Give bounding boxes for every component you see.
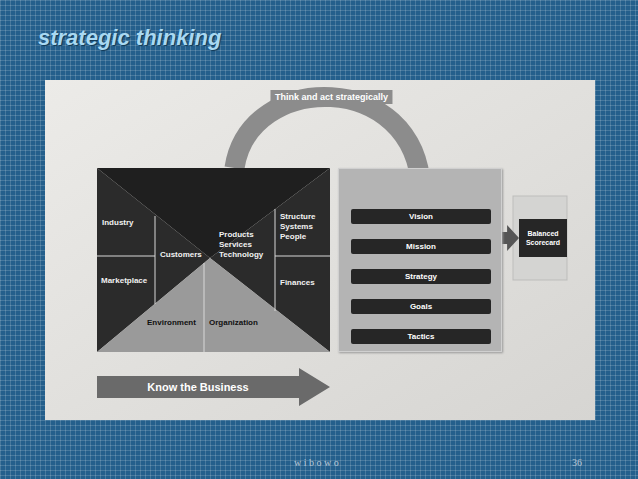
strategy-panel: VisionMissionStrategyGoalsTactics bbox=[338, 168, 502, 352]
scorecard-label: Balanced Scorecard bbox=[519, 229, 567, 247]
block-arrow-body bbox=[502, 225, 519, 251]
matrix-label: Organization bbox=[209, 318, 258, 328]
divider-line bbox=[275, 256, 330, 257]
strategy-bar: Vision bbox=[351, 209, 491, 224]
arrow-body bbox=[97, 368, 330, 406]
block-arrow bbox=[502, 225, 519, 251]
matrix-label: Structure Systems People bbox=[280, 212, 324, 242]
arrow-label: Know the Business bbox=[97, 368, 299, 406]
footer-label: w i b o w o bbox=[294, 457, 339, 468]
bar-label: Mission bbox=[406, 242, 436, 252]
strategy-bar: Mission bbox=[351, 239, 491, 254]
bar-label: Vision bbox=[409, 212, 433, 222]
business-matrix: IndustryCustomersMarketplace Products Ser… bbox=[97, 168, 330, 352]
slide-title: strategic thinking bbox=[38, 25, 221, 51]
footer-label: 36 bbox=[572, 457, 582, 468]
divider-line bbox=[275, 209, 276, 311]
divider-line bbox=[155, 216, 156, 304]
strategy-bar: Tactics bbox=[351, 329, 491, 344]
divider-line bbox=[97, 256, 155, 257]
matrix-label: Customers bbox=[160, 250, 202, 260]
arrow-band: Know the Business bbox=[97, 368, 330, 406]
matrix-label: Industry bbox=[102, 218, 134, 228]
divider-line bbox=[204, 263, 205, 352]
matrix-triangle bbox=[97, 258, 330, 352]
bar-label: Goals bbox=[410, 302, 432, 312]
bar-label: Tactics bbox=[408, 332, 435, 342]
matrix-triangle bbox=[97, 168, 210, 352]
scorecard-box: Balanced Scorecard bbox=[519, 219, 567, 257]
edge-label: Think and act strategically bbox=[271, 90, 392, 104]
photo-page bbox=[45, 80, 595, 420]
strategy-bar: Goals bbox=[351, 299, 491, 314]
matrix-label: Finances bbox=[280, 278, 315, 288]
matrix-label: Products Services Technology bbox=[219, 230, 269, 260]
bar-label: Strategy bbox=[405, 272, 437, 282]
matrix-label: Environment bbox=[147, 318, 196, 328]
matrix-label: Marketplace bbox=[101, 276, 147, 286]
strategy-bar: Strategy bbox=[351, 269, 491, 284]
scorecard-frame bbox=[513, 196, 567, 280]
